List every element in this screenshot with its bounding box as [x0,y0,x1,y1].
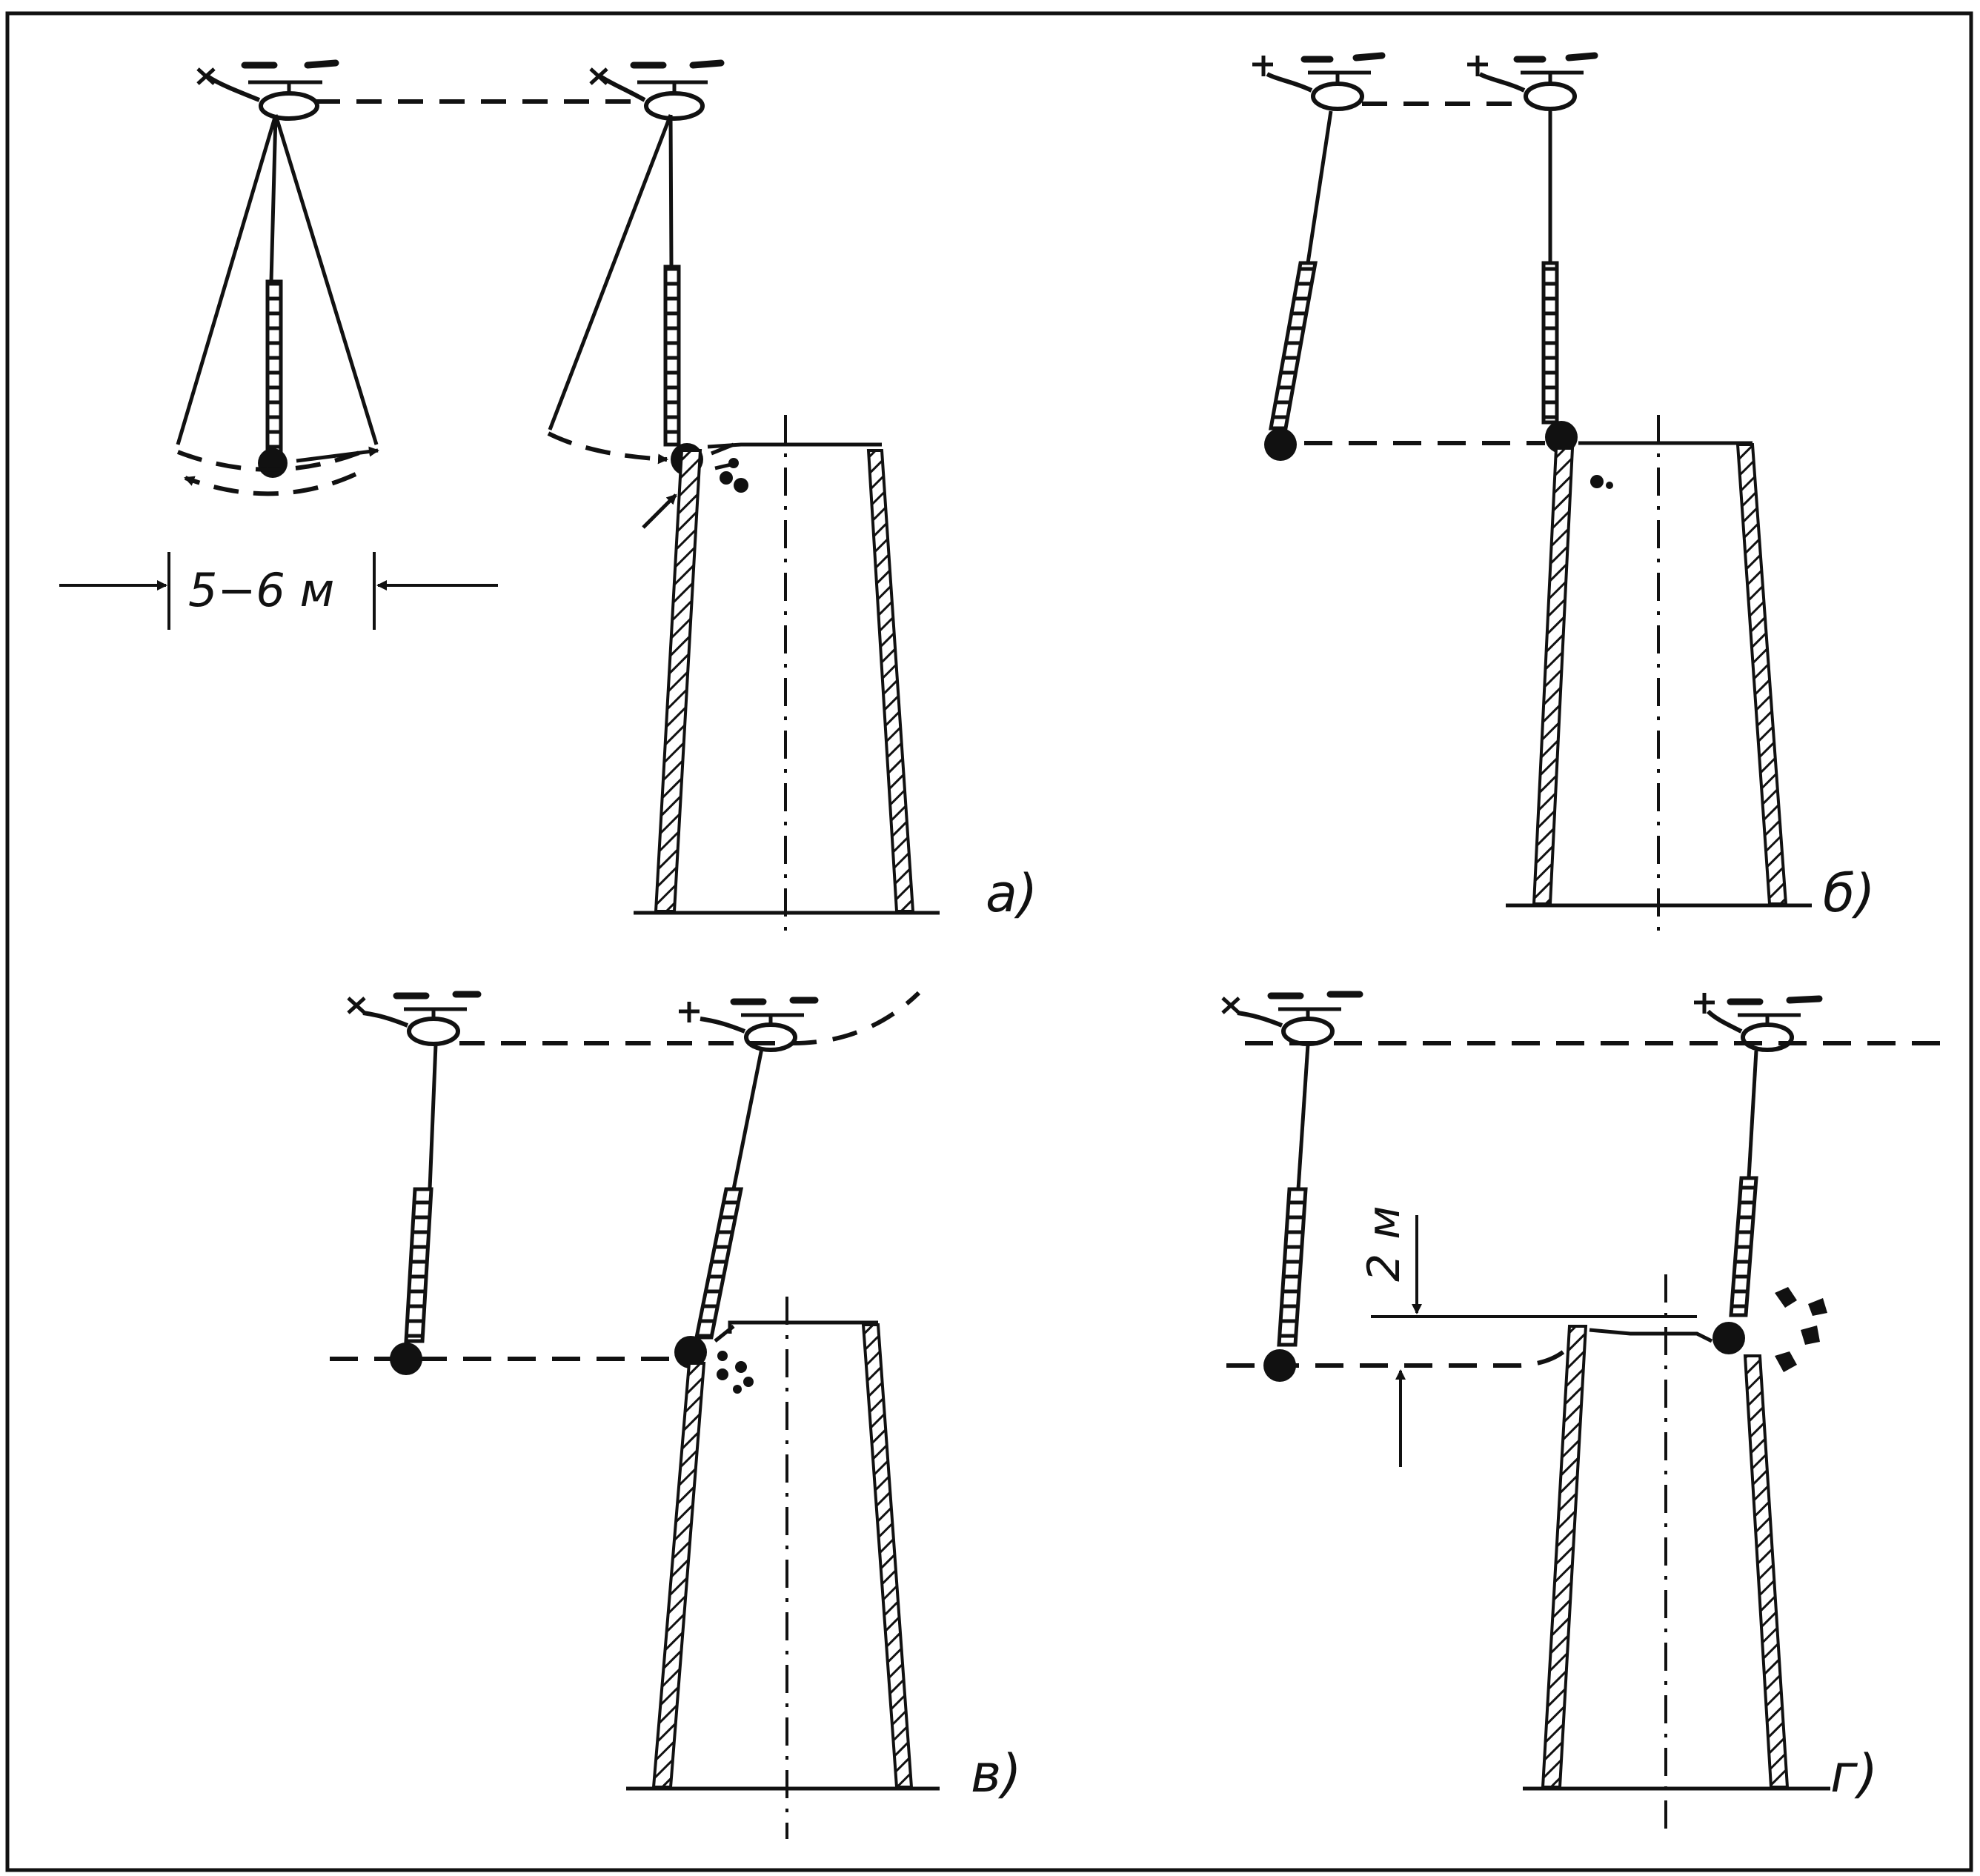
ladder [404,1187,433,1343]
chimney [634,415,940,939]
panel-b: б) [1252,52,1875,937]
ladder [694,1187,744,1340]
drop-dimension: 2 м [1358,1205,1697,1467]
chimney [1506,415,1812,937]
ladder [1729,1176,1758,1317]
panel-v: в) [330,991,1022,1839]
wrecking-ball [674,1336,707,1368]
span-dimension: 5−6 м [59,552,498,630]
ladder [265,279,283,462]
swing-envelope [176,114,379,445]
helicopter-icon [1252,52,1386,111]
drop-dimension-label: 2 м [1358,1205,1410,1282]
ladder [1541,261,1559,425]
span-dimension-label: 5−6 м [188,563,334,617]
helicopter-icon [589,59,725,121]
wrecking-ball [1712,1322,1745,1354]
helicopter-icon [196,59,339,121]
helicopter-icon [1221,991,1363,1046]
helicopter-icon [679,997,819,1052]
swing-arc-arrow [184,472,357,496]
panel-label-g: г) [1830,1743,1878,1804]
wrecking-ball [1264,428,1297,461]
panel-label-a: а) [986,863,1037,924]
panel-g: 2 м г) [1221,991,1941,1839]
panel-label-b: б) [1823,863,1875,924]
helicopter-icon [1467,52,1598,111]
panel-label-v: в) [971,1743,1022,1804]
drawing-border [5,11,1973,1872]
ladder [1269,261,1318,430]
wrecking-ball [1545,421,1578,453]
wrecking-ball [390,1343,422,1375]
swing-arc [547,431,668,465]
ladder [663,265,681,447]
chimney [626,1297,940,1839]
wrecking-ball [258,448,288,478]
panel-a: 5−6 м а) [59,59,1037,939]
ladder [1277,1187,1308,1347]
chimney [1523,1274,1830,1839]
helicopter-icon [347,991,482,1046]
swing-arc [176,446,372,472]
flight-path [459,991,921,1045]
